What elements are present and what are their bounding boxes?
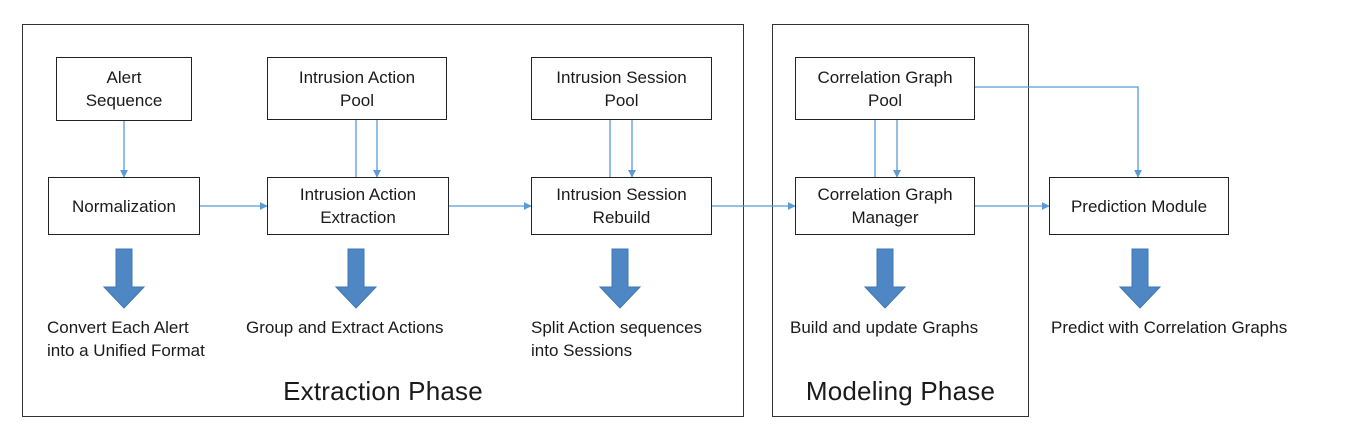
rebuild-note: Split Action sequences into Sessions — [531, 318, 703, 360]
correlation-graph-pool-label: Correlation Graph Pool — [817, 67, 953, 110]
intrusion-session-rebuild-label: Intrusion Session Rebuild — [556, 185, 687, 227]
extraction-phase-label: Extraction Phase — [283, 376, 483, 406]
extraction-phase-container: Extraction Phase — [22, 24, 744, 417]
intrusion-session-pool-box: Intrusion Session Pool — [531, 57, 712, 120]
intrusion-action-pool-box: Intrusion Action Pool — [267, 57, 447, 120]
manager-note: Build and update Graphs — [790, 318, 979, 337]
intrusion-action-pool-label: Intrusion Action Pool — [298, 67, 416, 110]
block-arrow-prediction — [1118, 248, 1162, 309]
correlation-graph-manager-label: Correlation Graph Manager — [817, 185, 953, 227]
extraction-note: Group and Extract Actions — [246, 318, 444, 337]
modeling-phase-label: Modeling Phase — [805, 376, 996, 406]
prediction-note: Predict with Correlation Graphs — [1051, 318, 1288, 337]
correlation-graph-manager-box: Correlation Graph Manager — [795, 177, 975, 235]
intrusion-session-pool-label: Intrusion Session Pool — [556, 67, 687, 110]
normalization-label: Normalization — [72, 196, 176, 216]
intrusion-action-extraction-box: Intrusion Action Extraction — [267, 177, 449, 235]
prediction-module-box: Prediction Module — [1049, 177, 1229, 235]
modeling-phase-container: Modeling Phase — [772, 24, 1029, 417]
block-arrow-rebuild — [598, 248, 642, 309]
correlation-graph-pool-box: Correlation Graph Pool — [795, 57, 975, 120]
prediction-module-label: Prediction Module — [1070, 196, 1208, 216]
block-arrow-normalization — [102, 248, 146, 309]
block-arrow-manager — [863, 248, 907, 309]
intrusion-session-rebuild-box: Intrusion Session Rebuild — [531, 177, 712, 235]
intrusion-action-extraction-label: Intrusion Action Extraction — [299, 185, 417, 227]
arrow-graph-pool-to-prediction — [975, 86, 1142, 178]
normalization-note: Convert Each Alert into a Unified Format — [47, 318, 205, 360]
normalization-box: Normalization — [48, 177, 200, 235]
block-arrow-extraction — [334, 248, 378, 309]
alert-sequence-box: Alert Sequence — [56, 57, 192, 121]
alert-sequence-label: Alert Sequence — [85, 68, 163, 110]
